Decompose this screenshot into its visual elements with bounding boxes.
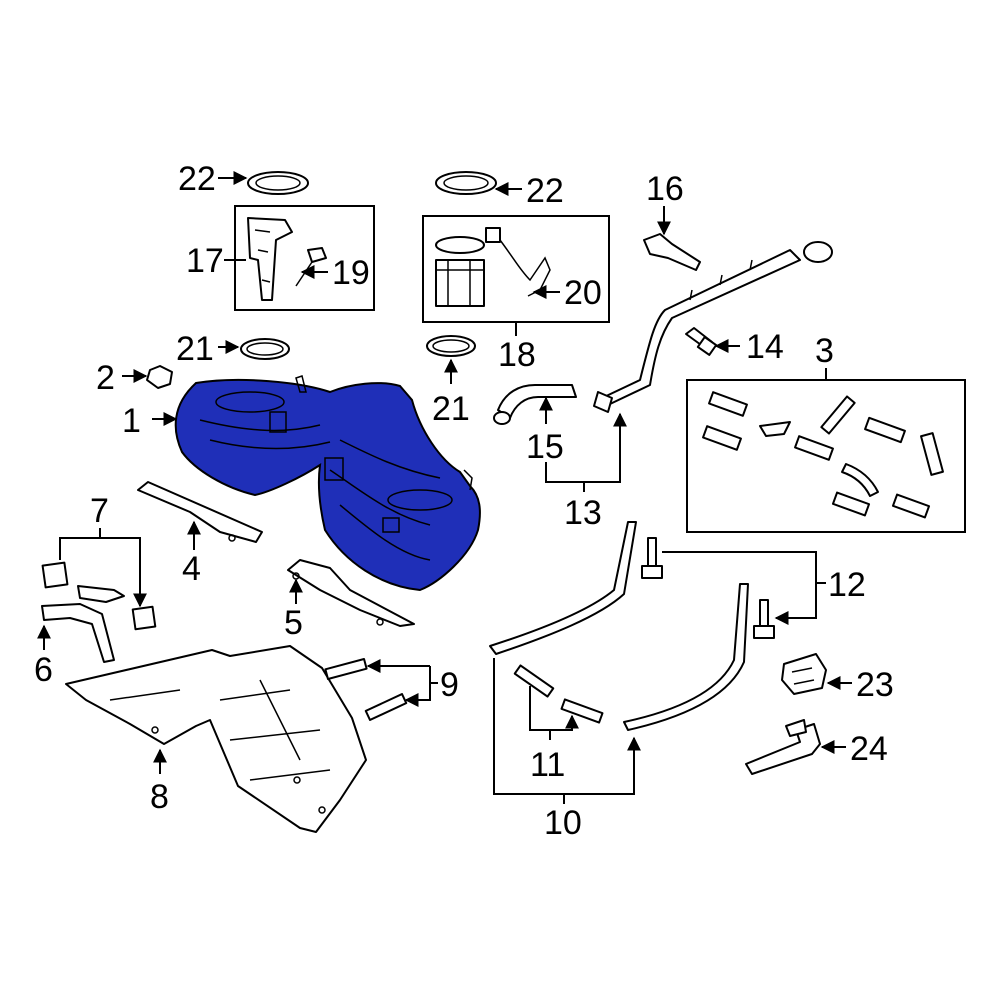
callout-3: 3 <box>815 332 834 370</box>
vent-hose-part[interactable] <box>493 384 577 425</box>
pad-part-7-right[interactable] <box>131 605 157 631</box>
fuel-pump-part[interactable] <box>435 236 485 307</box>
callout-15: 15 <box>526 428 564 466</box>
callout-21-right: 21 <box>432 390 470 428</box>
bolt-part-12-upper[interactable] <box>641 537 663 579</box>
shield-bracket-part-5[interactable] <box>287 559 415 627</box>
pad-part-7-left[interactable] <box>41 561 69 589</box>
cap-part[interactable] <box>146 365 173 389</box>
insulator-part-11-left[interactable] <box>513 664 555 698</box>
callout-labels: 1 2 3 4 5 6 7 8 9 10 11 12 13 14 15 16 1… <box>34 160 894 842</box>
sensor-part-19[interactable] <box>295 247 327 287</box>
callout-21-left: 21 <box>176 330 214 368</box>
callout-4: 4 <box>182 550 201 588</box>
heat-shield-part-6[interactable] <box>41 585 125 663</box>
callout-23: 23 <box>856 666 894 704</box>
seal-right-part[interactable] <box>426 335 476 357</box>
skid-plate-part[interactable] <box>65 645 367 833</box>
callout-7: 7 <box>90 492 109 530</box>
callout-18: 18 <box>498 336 536 374</box>
pad-part-9-lower[interactable] <box>364 693 408 721</box>
lock-ring-right-part[interactable] <box>435 171 497 195</box>
callout-17: 17 <box>186 242 224 280</box>
bolt-part-14[interactable] <box>685 327 718 356</box>
callout-22-right: 22 <box>526 172 564 210</box>
filler-door-part[interactable] <box>643 233 701 271</box>
leader-lines <box>37 171 852 804</box>
wire-harness-part-20[interactable] <box>485 227 551 297</box>
pad-kit-parts[interactable] <box>702 391 944 519</box>
sender-box-17 <box>234 205 375 311</box>
fuel-tank-part[interactable] <box>174 375 481 592</box>
callout-12: 12 <box>828 566 866 604</box>
bolt-part-12-lower[interactable] <box>753 599 775 639</box>
callout-13: 13 <box>564 494 602 532</box>
sensor-part-23[interactable] <box>781 653 827 695</box>
vapor-canister-part-24[interactable] <box>745 719 821 775</box>
strap-part-10-right[interactable] <box>623 583 749 731</box>
pad-part-9-upper[interactable] <box>324 657 368 681</box>
insulator-part-11-right[interactable] <box>560 698 604 724</box>
callout-1: 1 <box>122 402 141 440</box>
callout-6: 6 <box>34 651 53 689</box>
callout-24: 24 <box>850 730 888 768</box>
shield-bracket-part-4[interactable] <box>137 481 263 543</box>
callout-20: 20 <box>564 274 602 312</box>
callout-5: 5 <box>284 604 303 642</box>
callout-16: 16 <box>646 170 684 208</box>
callout-22-left: 22 <box>178 160 216 198</box>
callout-2: 2 <box>96 359 115 397</box>
callout-19: 19 <box>332 254 370 292</box>
seal-left-part[interactable] <box>240 338 290 360</box>
filler-pipe-part[interactable] <box>593 241 833 413</box>
callout-8: 8 <box>150 778 169 816</box>
strap-part-10-left[interactable] <box>489 521 637 655</box>
lock-ring-left-part[interactable] <box>247 171 309 195</box>
callout-9: 9 <box>440 666 459 704</box>
fuel-sender-part[interactable] <box>247 217 293 301</box>
callout-14: 14 <box>746 328 784 366</box>
callout-11: 11 <box>530 746 565 784</box>
callout-10: 10 <box>544 804 582 842</box>
